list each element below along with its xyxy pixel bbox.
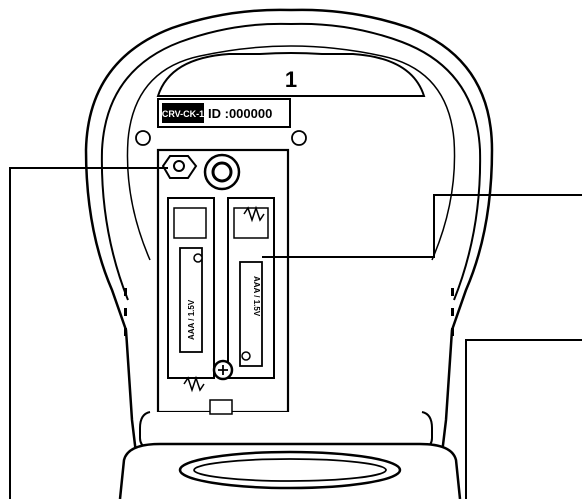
spring-left-icon xyxy=(183,375,205,393)
model-label: CRV-CK-1 xyxy=(162,109,204,119)
grip-marks xyxy=(124,288,454,336)
battery-right-text: AAA / 1.5V xyxy=(252,276,261,317)
device-body-outline xyxy=(84,8,494,499)
screw-hole-left xyxy=(135,130,151,146)
screw-hole-right xyxy=(291,130,307,146)
id-label: ID :000000 xyxy=(208,106,272,121)
plus-icon-left xyxy=(193,253,203,263)
callout-bottom xyxy=(465,339,582,499)
number-window xyxy=(156,52,426,97)
slot-number: 1 xyxy=(285,67,297,92)
plus-icon-right xyxy=(241,351,251,361)
inner-ring xyxy=(100,22,482,301)
spring-right-icon xyxy=(243,205,265,223)
inner-cutout xyxy=(126,45,456,261)
battery-left-text: AAA / 1.5V xyxy=(187,299,196,340)
callout-battery xyxy=(262,194,582,258)
model-label-bg xyxy=(162,103,204,123)
callout-hex-nut xyxy=(9,167,168,499)
callout-lines xyxy=(9,167,582,499)
